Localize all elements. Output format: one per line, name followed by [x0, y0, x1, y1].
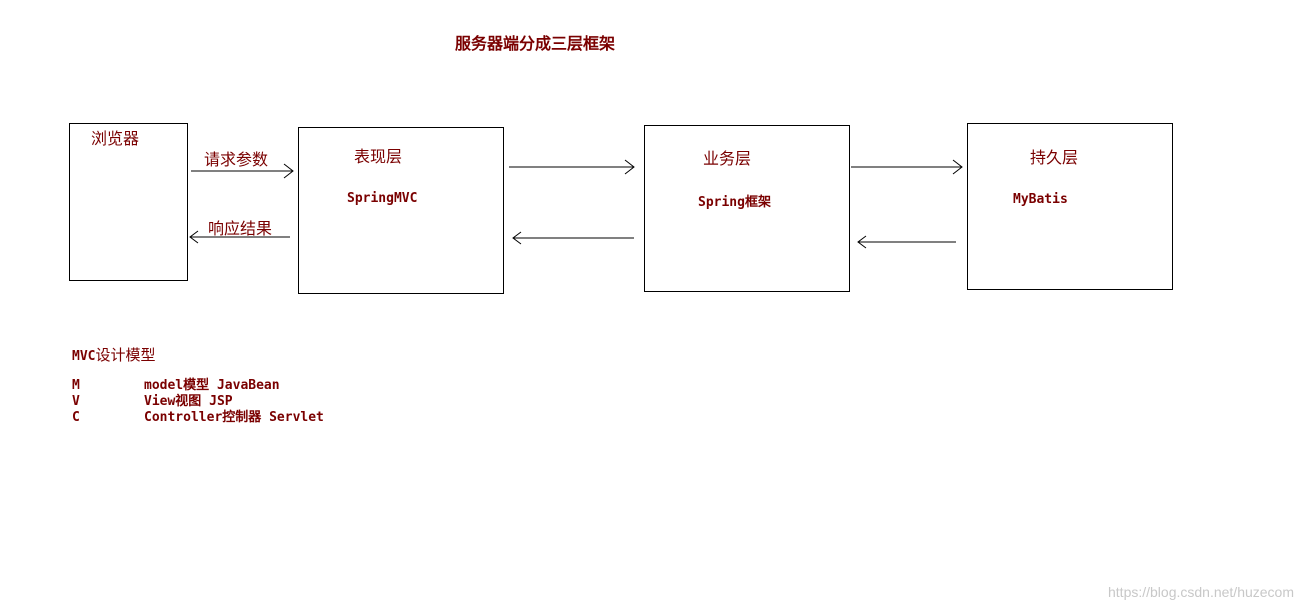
arrow-browser-to-presentation: [191, 163, 294, 179]
arrow-persistence-to-business: [857, 235, 956, 249]
edge-label-request: 请求参数: [204, 150, 269, 169]
business-layer-box: [644, 125, 850, 292]
business-layer-tech: Spring框架: [698, 195, 771, 210]
persistence-layer-box: [967, 123, 1173, 290]
legend-title-prefix: MVC: [72, 349, 96, 364]
legend-row-c: C Controller控制器 Servlet: [72, 410, 324, 426]
business-layer-label: 业务层: [703, 149, 752, 168]
legend-text: View视图 JSP: [144, 394, 233, 409]
edge-label-response: 响应结果: [208, 219, 273, 238]
presentation-layer-tech: SpringMVC: [347, 191, 418, 206]
legend-key: M: [72, 378, 80, 393]
legend-text: model模型 JavaBean: [144, 378, 280, 393]
arrow-business-to-presentation: [512, 231, 634, 245]
legend-key: V: [72, 394, 80, 409]
browser-label: 浏览器: [91, 129, 140, 148]
arrow-presentation-to-business: [509, 159, 635, 175]
presentation-layer-box: [298, 127, 504, 294]
legend-title: MVC设计模型: [72, 344, 156, 365]
legend-title-text: 设计模型: [95, 346, 156, 364]
watermark-url: https://blog.csdn.net/huzecom: [1108, 584, 1294, 600]
arrow-presentation-to-browser: [189, 230, 290, 244]
legend-key: C: [72, 410, 80, 425]
diagram-title: 服务器端分成三层框架: [455, 34, 616, 53]
legend-text: Controller控制器 Servlet: [144, 410, 324, 425]
presentation-layer-label: 表现层: [354, 147, 403, 166]
persistence-layer-label: 持久层: [1030, 148, 1079, 167]
arrow-business-to-persistence: [851, 159, 963, 175]
legend-row-v: V View视图 JSP: [72, 394, 233, 410]
browser-box: [69, 123, 188, 281]
persistence-layer-tech: MyBatis: [1013, 192, 1068, 207]
